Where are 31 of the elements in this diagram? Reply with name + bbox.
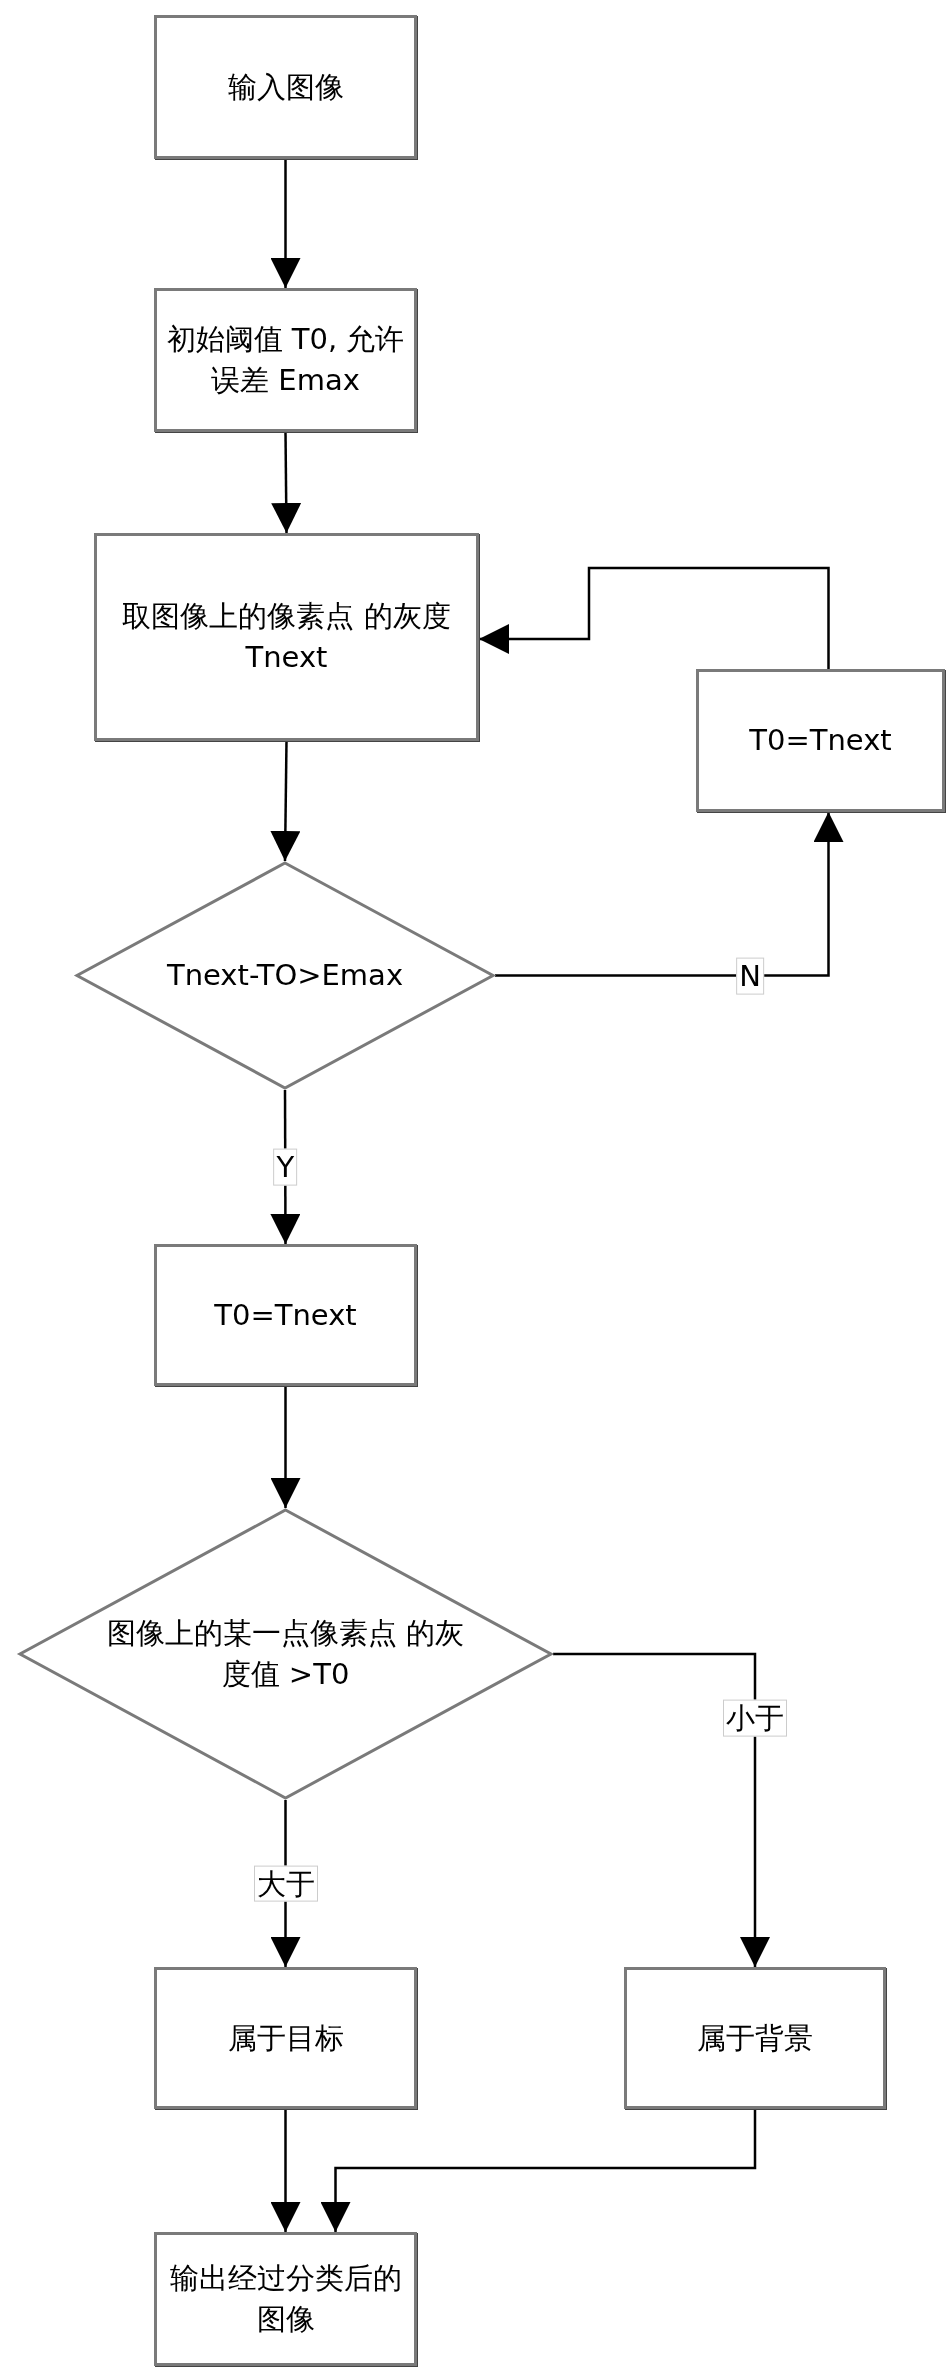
process-box (94, 533, 479, 741)
process-box (154, 1244, 417, 1386)
arrow (270, 741, 301, 861)
node-text: T0=Tnext (214, 1296, 357, 1334)
node-text: 属于背景 (697, 2019, 813, 2057)
process-box (154, 288, 417, 432)
node-text: 属于目标 (227, 2019, 344, 2057)
edge-label: N (736, 957, 764, 995)
edge-label: Y (273, 1148, 298, 1186)
node-text: 初始阈值 T0, 允许误差 Emax (165, 321, 406, 399)
process-box (154, 2232, 417, 2366)
node-text: 输出经过分类后的图像 (168, 2260, 403, 2338)
process-box (624, 1967, 886, 2109)
node-text: 图像上的某一点像素点 的灰度值 >T0 (105, 1615, 466, 1693)
arrow (495, 812, 844, 977)
edge-label: 小于 (723, 1699, 787, 1737)
node-text: Tnext-TO>Emax (166, 957, 404, 995)
arrow (270, 159, 301, 288)
node-text: 取图像上的像素点 的灰度 Tnext (121, 598, 452, 676)
arrow (270, 1386, 301, 1508)
process-box (154, 1967, 417, 2109)
process-box (696, 669, 945, 812)
arrow (271, 432, 302, 533)
node-text: 输入图像 (227, 68, 344, 106)
arrow (479, 566, 830, 669)
arrow (553, 1652, 770, 1967)
process-box (154, 15, 417, 159)
arrow (320, 2109, 757, 2232)
arrow (270, 2109, 301, 2232)
node-text: T0=Tnext (749, 722, 892, 760)
edge-label: 大于 (253, 1865, 318, 1902)
